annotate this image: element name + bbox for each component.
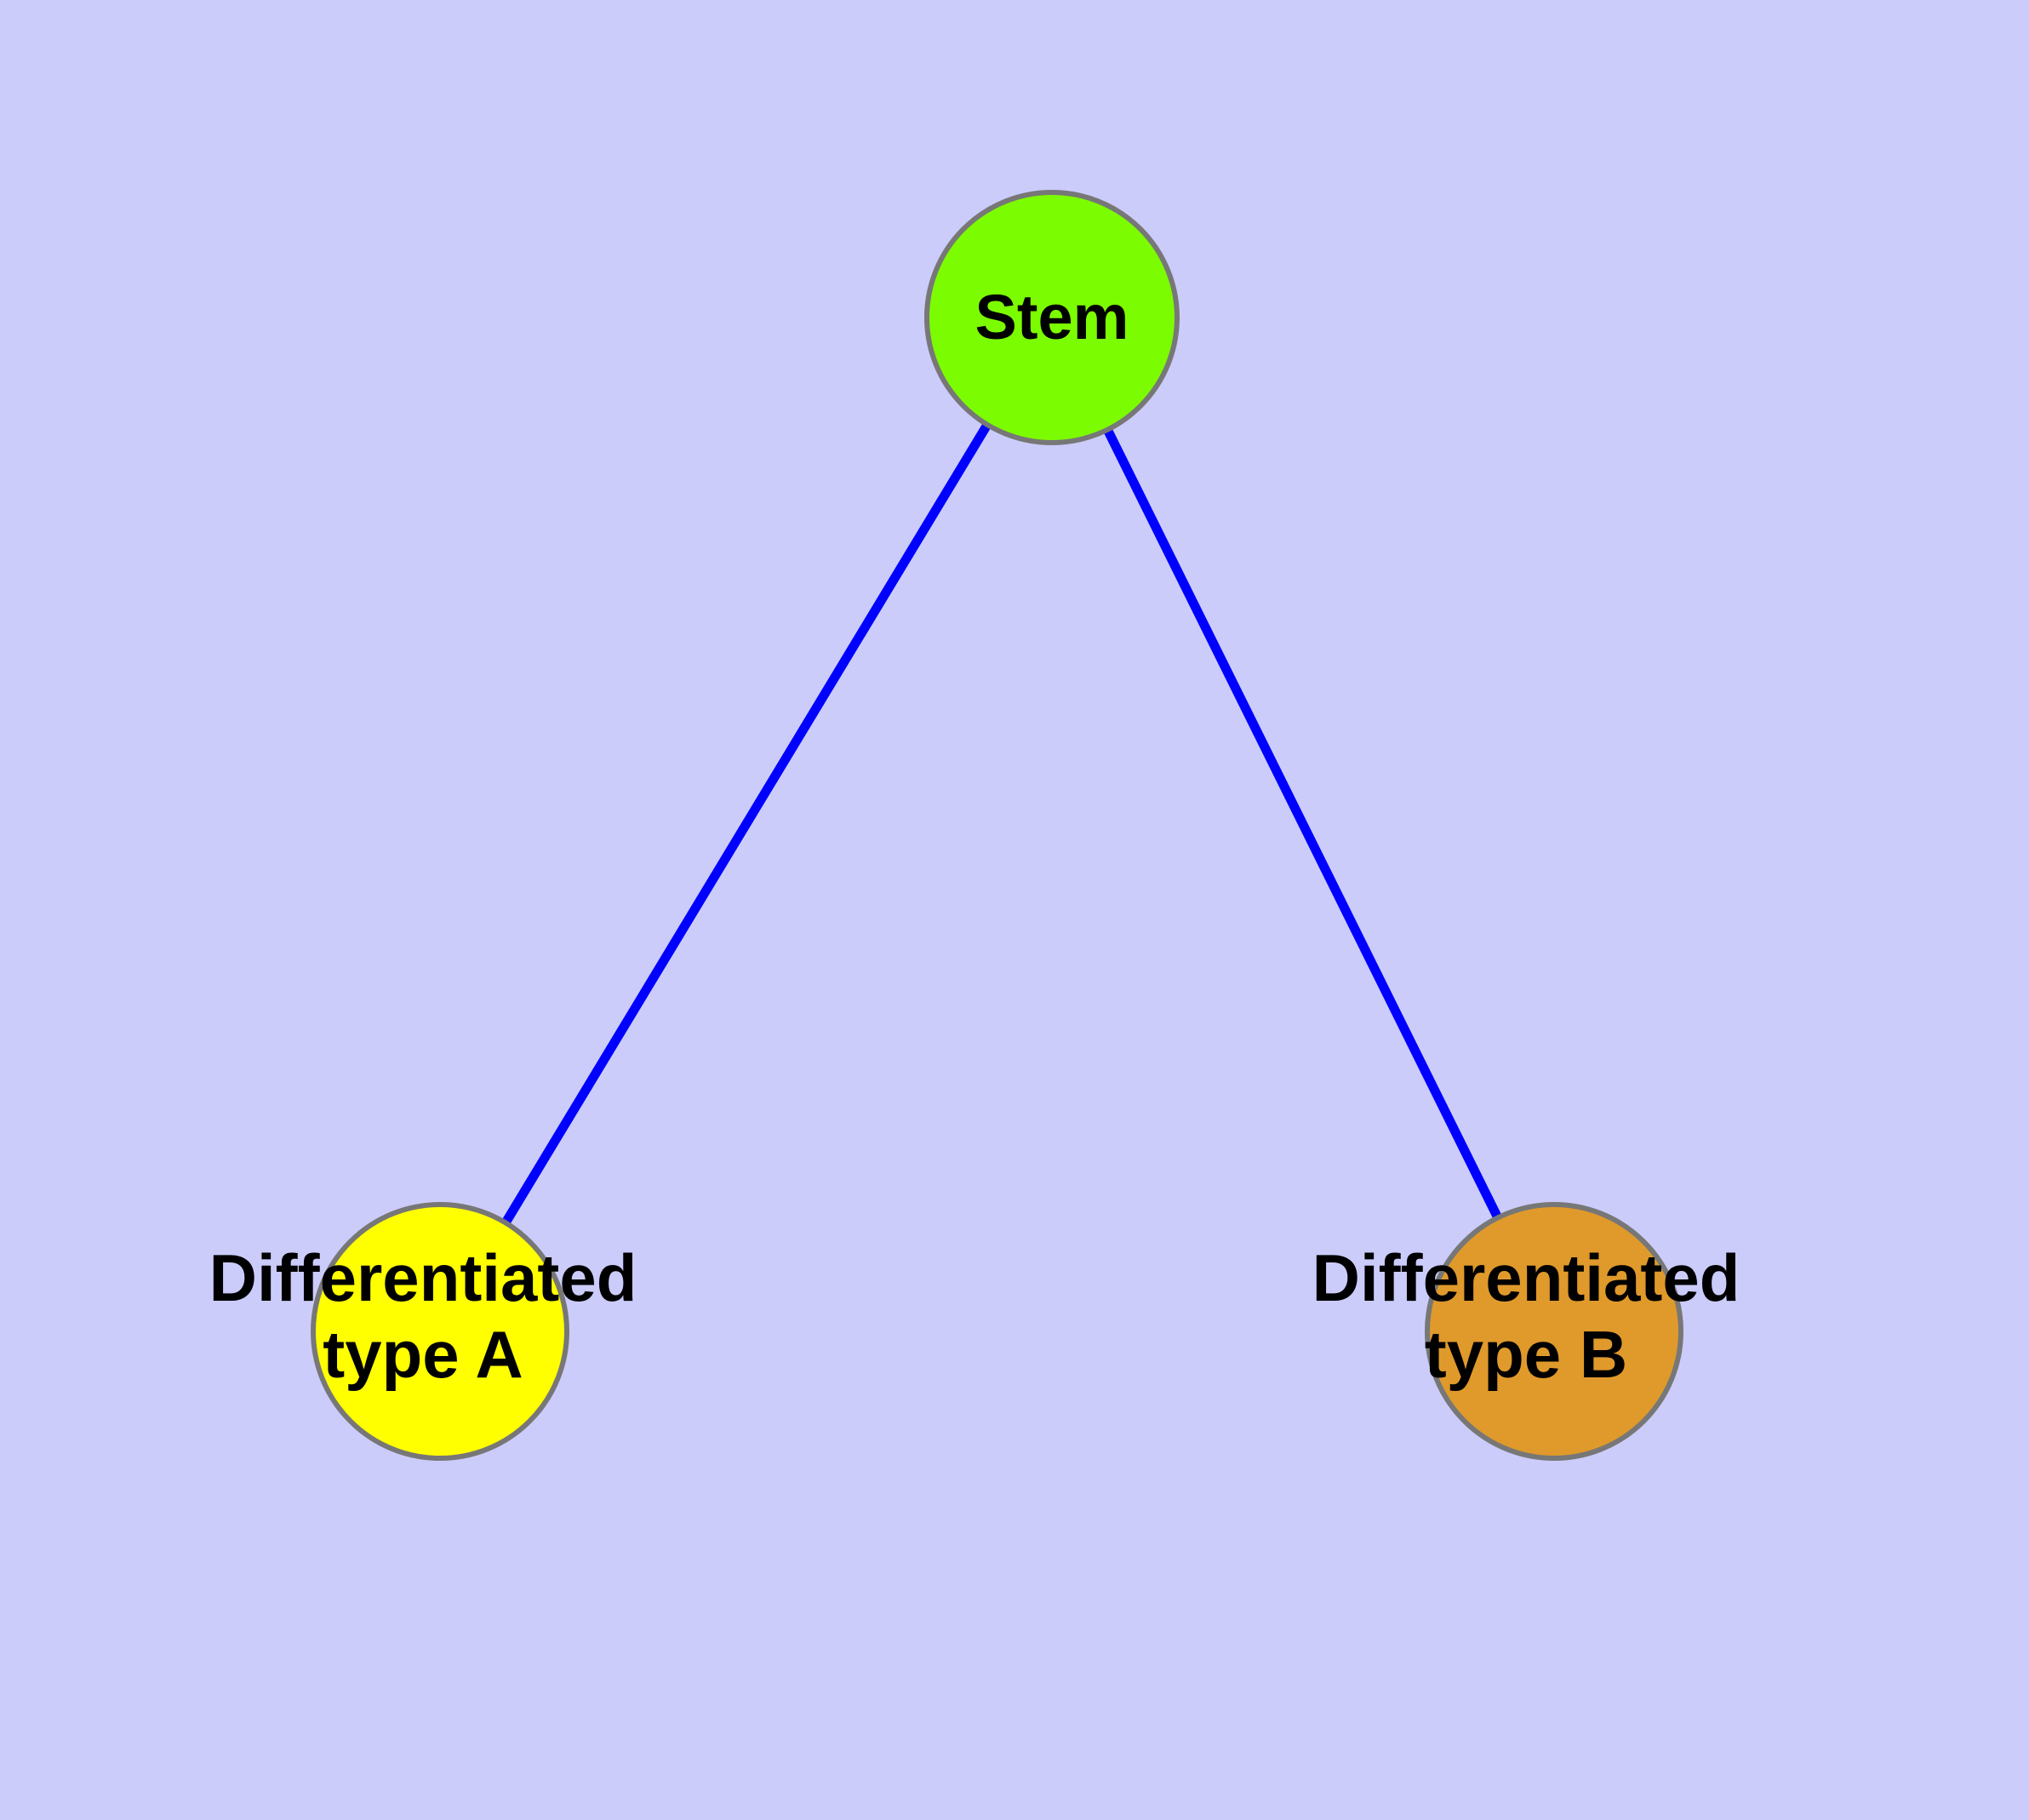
node-circle-stem[interactable] [924, 190, 1180, 445]
node-differentiated-type-a[interactable] [311, 1202, 569, 1461]
node-circle-differentiated-type-b[interactable] [1425, 1202, 1683, 1461]
node-layer [311, 190, 1683, 1461]
edge-stem-to-differentiated-type-b[interactable] [1103, 427, 1502, 1220]
node-circle-differentiated-type-a[interactable] [311, 1202, 569, 1461]
node-stem[interactable] [924, 190, 1180, 445]
node-label-line: type A [323, 1317, 523, 1392]
edge-layer [501, 422, 1502, 1226]
node-label-line: Differentiated [1312, 1239, 1740, 1314]
node-label-stem: Stem [975, 282, 1129, 352]
edge-stem-to-differentiated-type-a[interactable] [501, 422, 992, 1226]
node-label-line: Stem [975, 282, 1129, 352]
node-differentiated-type-b[interactable] [1425, 1202, 1683, 1461]
node-label-line: type B [1425, 1317, 1627, 1392]
node-label-line: Differentiated [209, 1239, 637, 1314]
